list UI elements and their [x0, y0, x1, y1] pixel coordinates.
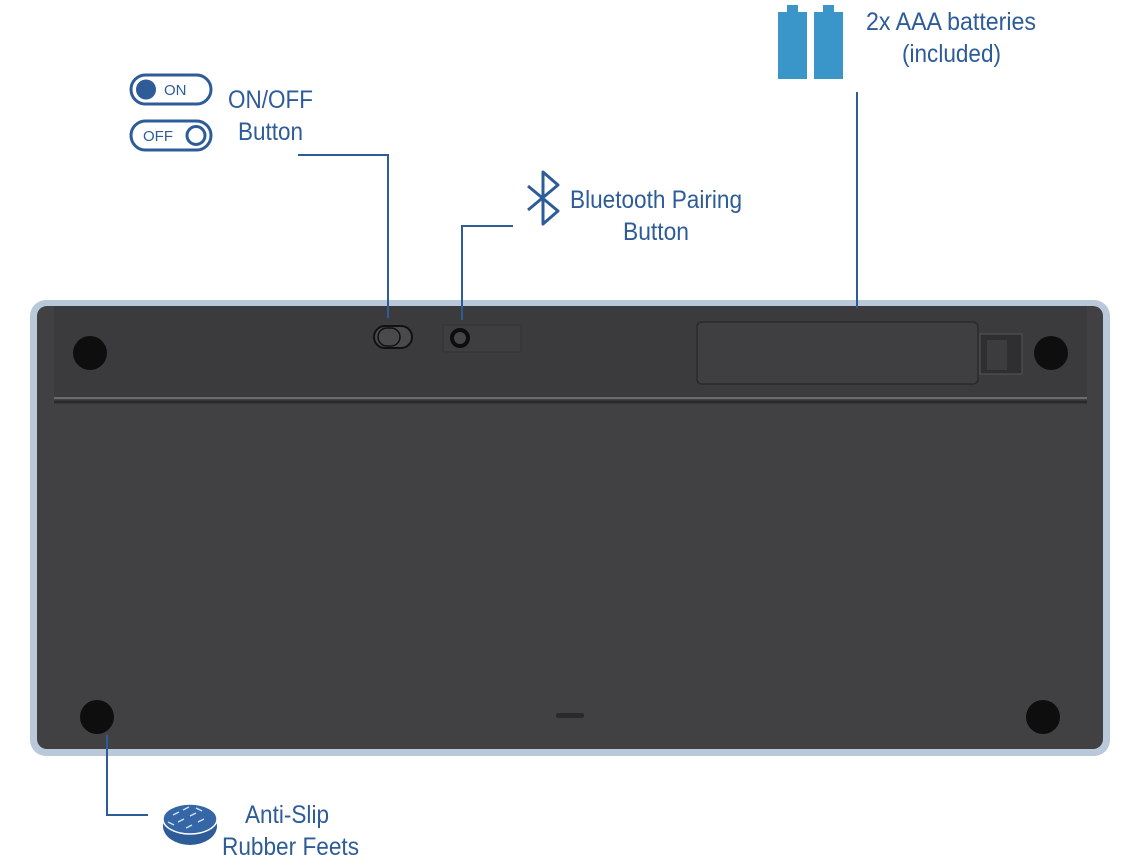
toggle-off-label: OFF	[143, 128, 173, 145]
toggle-on-label: ON	[164, 82, 187, 99]
feet-label-line2: Rubber Feets	[222, 833, 359, 855]
battery-cover	[696, 321, 979, 385]
rubber-foot	[80, 700, 114, 734]
rubber-foot-icon	[162, 803, 218, 845]
battery-label-line2: (included)	[902, 40, 1001, 68]
keyboard-underside	[30, 300, 1110, 756]
keyboard-body	[37, 306, 1103, 749]
bluetooth-leader-line	[461, 225, 513, 320]
rubber-foot	[1034, 336, 1068, 370]
feet-leader-line	[106, 735, 148, 816]
rubber-foot	[73, 336, 107, 370]
power-label-line2: Button	[238, 118, 303, 146]
battery-label-line1: 2x AAA batteries	[866, 8, 1036, 36]
pairing-button	[442, 324, 522, 353]
rubber-foot	[1026, 700, 1060, 734]
power-switch	[373, 325, 413, 349]
bluetooth-icon	[527, 170, 560, 226]
toggle-switch-icon: ON OFF	[129, 73, 213, 152]
slot	[556, 713, 584, 718]
power-label-line1: ON/OFF	[228, 86, 313, 114]
battery-icon	[778, 5, 843, 79]
power-leader-line	[298, 154, 389, 318]
bluetooth-label-line1: Bluetooth Pairing	[570, 186, 742, 214]
feet-label-line1: Anti-Slip	[245, 801, 329, 829]
bluetooth-label-line2: Button	[623, 218, 689, 246]
